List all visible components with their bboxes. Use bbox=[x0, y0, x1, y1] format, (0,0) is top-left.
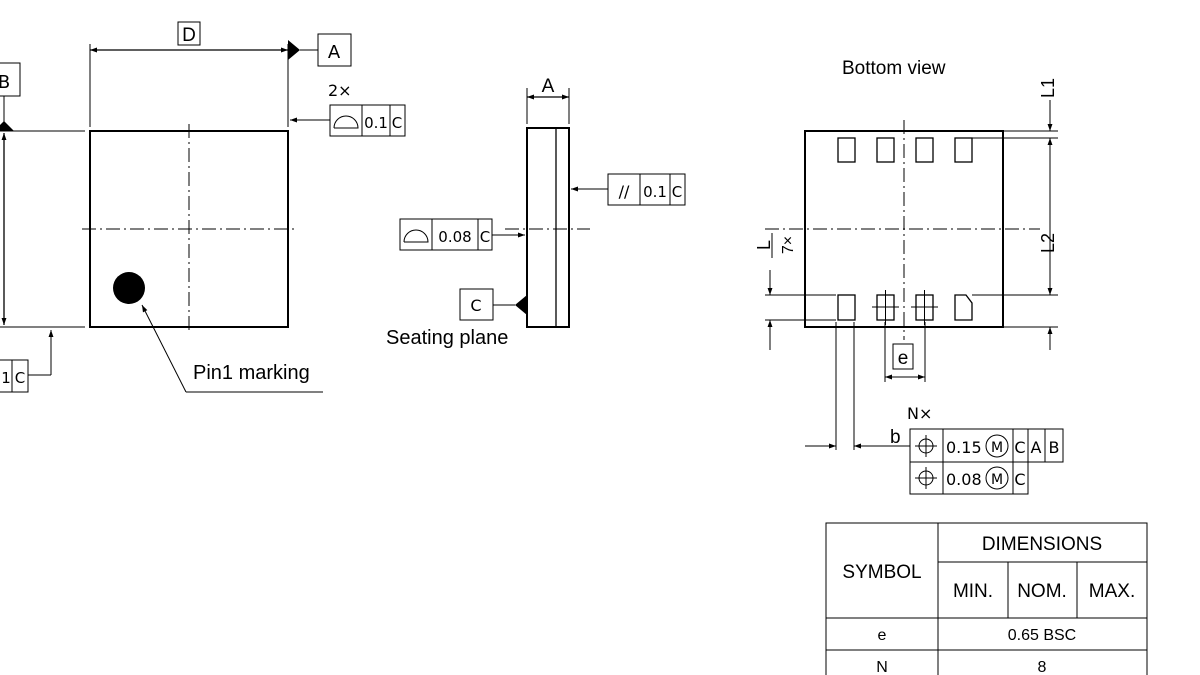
count-7x: 7× bbox=[780, 236, 797, 254]
side-view: A // 0.1 C 0.08 C C Seating plane bbox=[386, 76, 686, 349]
count-2x: 2× bbox=[328, 81, 352, 100]
dimension-b-label: b bbox=[890, 427, 901, 448]
coplanarity-datum: C bbox=[480, 228, 490, 246]
position-symbol-icon bbox=[915, 435, 937, 457]
datum-ref: C bbox=[1014, 470, 1025, 489]
symbol-header: SYMBOL bbox=[842, 562, 921, 583]
min-header: MIN. bbox=[953, 581, 993, 602]
datum-b-label: B bbox=[0, 72, 10, 93]
coplanarity-value: 0.08 bbox=[438, 228, 471, 246]
position-value-2: 0.08 bbox=[946, 470, 982, 489]
mmc-modifier-1: M bbox=[991, 440, 1003, 456]
pin1-label: Pin1 marking bbox=[193, 362, 310, 384]
parallelism-symbol-icon: // bbox=[619, 182, 630, 201]
datum-triangle-icon bbox=[288, 40, 300, 60]
dimension-d-box bbox=[177, 21, 201, 46]
table-row-symbol: e bbox=[878, 627, 887, 644]
left-fcf-value: 1 bbox=[1, 369, 11, 387]
mmc-modifier-icon bbox=[985, 466, 1009, 490]
pin1-marking-dot bbox=[113, 272, 145, 304]
dimensions-table: SYMBOL DIMENSIONS MIN. NOM. MAX. e 0.65 … bbox=[825, 522, 1148, 675]
top-view: D A 2× 0.1 C B 1 C Pin1 marking bbox=[0, 21, 406, 393]
flatness-symbol-icon bbox=[403, 229, 429, 243]
datum-triangle-icon bbox=[515, 295, 527, 315]
datum-a-box bbox=[317, 33, 352, 67]
left-fcf bbox=[0, 359, 29, 393]
dimension-l-label: L bbox=[754, 240, 774, 250]
package-outline-side bbox=[526, 127, 570, 328]
datum-ref: C bbox=[1014, 438, 1025, 457]
nom-header: NOM. bbox=[1017, 581, 1067, 602]
datum-triangle-icon bbox=[0, 121, 14, 131]
dimension-l2-label: L2 bbox=[1038, 233, 1058, 253]
pad bbox=[837, 294, 856, 321]
position-symbol-icon bbox=[915, 467, 937, 489]
max-header: MAX. bbox=[1089, 581, 1135, 602]
mmc-modifier-2: M bbox=[991, 472, 1003, 488]
datum-ref: A bbox=[1031, 438, 1042, 457]
parallelism-value: 0.1 bbox=[643, 183, 667, 201]
seating-plane-label: Seating plane bbox=[386, 327, 508, 349]
dimension-l1-label: L1 bbox=[1038, 78, 1058, 98]
datum-c-label: C bbox=[470, 296, 481, 315]
datum-ref: B bbox=[1049, 438, 1060, 457]
parallelism-datum: C bbox=[672, 183, 682, 201]
left-fcf-datum: C bbox=[15, 369, 25, 387]
dimension-e-label: e bbox=[898, 348, 909, 369]
pad bbox=[876, 137, 895, 163]
table-row-symbol: N bbox=[876, 659, 888, 675]
dimension-e-box bbox=[892, 343, 914, 370]
table-row-value: 8 bbox=[1038, 659, 1047, 675]
dimensions-header: DIMENSIONS bbox=[982, 534, 1102, 555]
dimension-d-label: D bbox=[182, 25, 196, 46]
flatness-symbol-icon bbox=[333, 115, 359, 129]
table-row-value: 0.65 BSC bbox=[1008, 627, 1076, 644]
pad bbox=[837, 137, 856, 163]
position-value-1: 0.15 bbox=[946, 438, 982, 457]
dimension-a-label: A bbox=[542, 76, 555, 97]
bottom-view: Bottom view L1 L2 L 7× bbox=[754, 58, 1064, 495]
count-nx: N× bbox=[907, 404, 932, 423]
flatness-value: 0.1 bbox=[364, 114, 388, 132]
pad bbox=[954, 137, 973, 163]
flatness-datum: C bbox=[392, 114, 402, 132]
pin1-pad bbox=[954, 294, 973, 321]
pad bbox=[915, 137, 934, 163]
position-fcf: 0.15 M C A B 0.08 M C bbox=[909, 428, 1064, 495]
datum-a-label: A bbox=[328, 42, 341, 63]
mmc-modifier-icon bbox=[985, 434, 1009, 458]
bottom-view-title: Bottom view bbox=[842, 58, 946, 79]
